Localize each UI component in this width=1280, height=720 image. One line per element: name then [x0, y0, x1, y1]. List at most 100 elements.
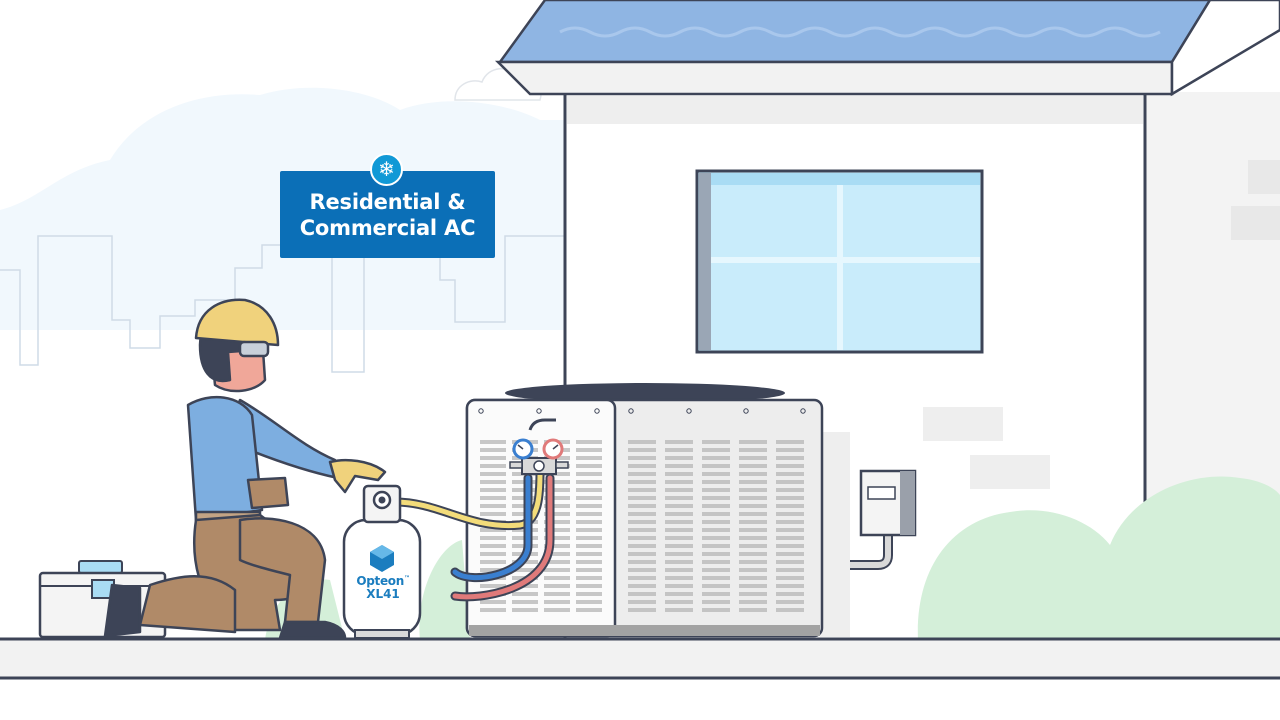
louver-slat [702, 448, 730, 452]
louver-slat [576, 464, 602, 468]
louver-slat [739, 520, 767, 524]
louver-slat [665, 472, 693, 476]
louver-slat [544, 600, 570, 604]
louver-slat [576, 448, 602, 452]
louver-slat [776, 560, 804, 564]
louver-slat [739, 568, 767, 572]
louver-slat [665, 544, 693, 548]
louver-slat [576, 512, 602, 516]
louver-slat [739, 504, 767, 508]
louver-slat [776, 600, 804, 604]
louver-slat [544, 480, 570, 484]
louver-slat [702, 488, 730, 492]
louver-slat [665, 504, 693, 508]
louver-slat [739, 608, 767, 612]
tank-brand-name: Opteon [356, 574, 404, 588]
louver-slat [665, 520, 693, 524]
louver-slat [665, 576, 693, 580]
louver-slat [702, 480, 730, 484]
louver-slat [628, 520, 656, 524]
louver-slat [576, 488, 602, 492]
louver-slat [628, 456, 656, 460]
louver-slat [480, 448, 506, 452]
louver-slat [665, 552, 693, 556]
louver-slat [776, 520, 804, 524]
louver-slat [776, 592, 804, 596]
louver-slat [576, 440, 602, 444]
louver-slat [544, 568, 570, 572]
louver-slat [776, 456, 804, 460]
louver-slat [628, 560, 656, 564]
louver-slat [544, 560, 570, 564]
louver-slat [628, 536, 656, 540]
louver-slat [628, 608, 656, 612]
louver-slat [665, 440, 693, 444]
louver-slat [739, 592, 767, 596]
louver-slat [702, 504, 730, 508]
louver-slat [702, 456, 730, 460]
louver-slat [544, 528, 570, 532]
louver-slat [702, 552, 730, 556]
louver-slat [776, 440, 804, 444]
louver-slat [665, 608, 693, 612]
louver-slat [576, 560, 602, 564]
louver-slat [628, 544, 656, 548]
louver-slat [480, 528, 506, 532]
louver-slat [776, 504, 804, 508]
louver-slat [544, 576, 570, 580]
louver-slat [628, 504, 656, 508]
louver-slat [628, 480, 656, 484]
louver-slat [776, 472, 804, 476]
louver-slat [480, 480, 506, 484]
louver-slat [739, 584, 767, 588]
louver-slat [480, 488, 506, 492]
louver-slat [628, 472, 656, 476]
trademark-symbol: ™ [403, 575, 410, 582]
louver-slat [480, 584, 506, 588]
louver-slat [544, 504, 570, 508]
louver-slat [776, 448, 804, 452]
louver-slat [480, 552, 506, 556]
louver-slat [665, 480, 693, 484]
louver-slat [665, 496, 693, 500]
badge-title-line-1: Residential & [309, 189, 466, 214]
louver-slat [544, 496, 570, 500]
city-skyline [0, 235, 565, 373]
louver-slat [702, 568, 730, 572]
louver-slat [628, 448, 656, 452]
disconnect-box [820, 469, 917, 570]
louver-slat [739, 560, 767, 564]
louver-slat [702, 608, 730, 612]
louver-slat [480, 536, 506, 540]
louver-slat [480, 464, 506, 468]
louver-slat [702, 544, 730, 548]
refrigerant-tank [342, 484, 422, 639]
louver-slat [480, 504, 506, 508]
louver-slat [702, 576, 730, 580]
louver-slat [628, 496, 656, 500]
louver-slat [702, 472, 730, 476]
badge-title-line-2: Commercial AC [299, 215, 476, 240]
louver-slat [628, 568, 656, 572]
louver-slat [628, 464, 656, 468]
louver-slat [628, 512, 656, 516]
louver-slat [702, 512, 730, 516]
louver-slat [702, 600, 730, 604]
louver-slat [776, 488, 804, 492]
louver-slat [544, 552, 570, 556]
louver-slat [576, 568, 602, 572]
louver-slat [739, 536, 767, 540]
louver-slat [480, 600, 506, 604]
louver-slat [665, 568, 693, 572]
louver-slat [480, 496, 506, 500]
louver-slat [776, 584, 804, 588]
louver-slat [512, 608, 538, 612]
louver-slat [480, 472, 506, 476]
louver-slat [739, 512, 767, 516]
louver-slat [739, 576, 767, 580]
louver-slat [576, 528, 602, 532]
louver-slat [544, 584, 570, 588]
louver-slat [776, 568, 804, 572]
louver-slat [480, 568, 506, 572]
